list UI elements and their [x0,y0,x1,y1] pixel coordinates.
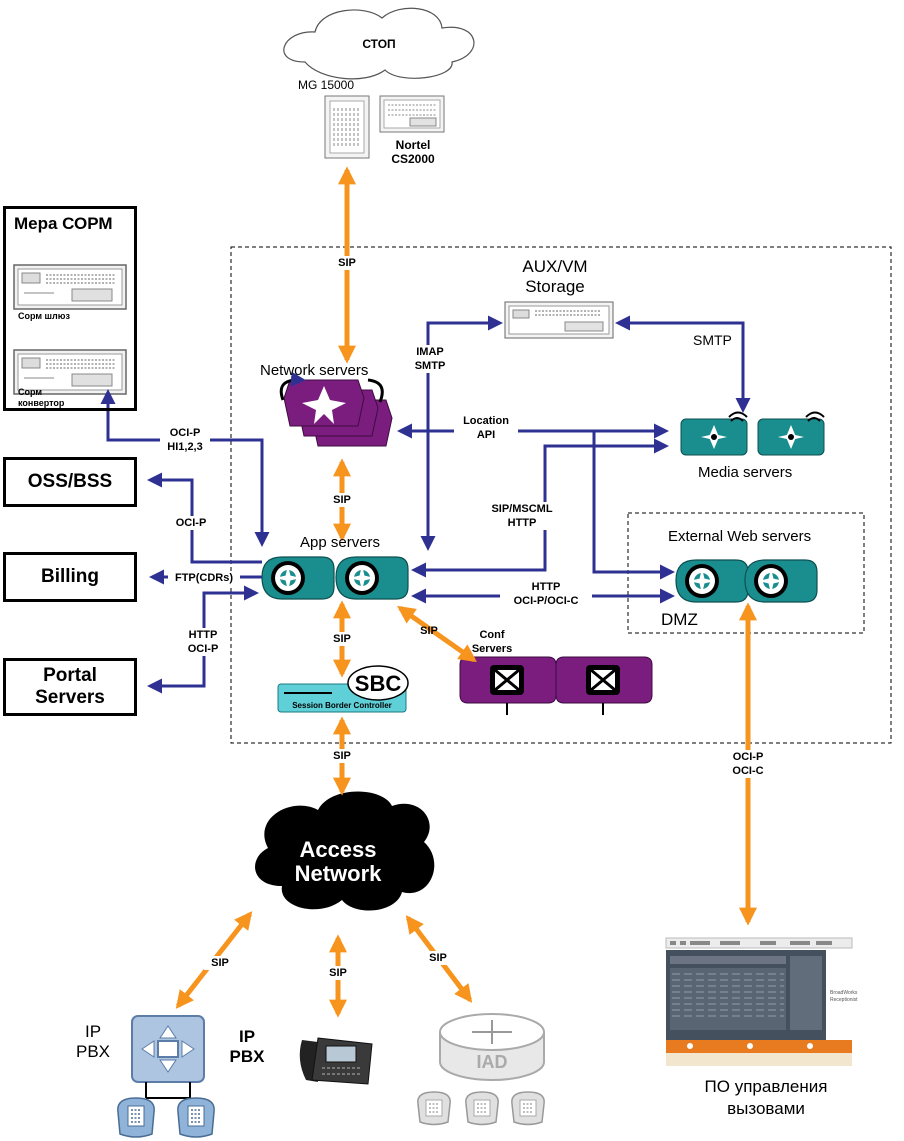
aux-label: AUX/VM Storage [522,257,588,296]
ip-pbx-label-2: IP PBX [229,1027,265,1066]
web-server-1-icon [675,559,749,603]
mera-sorm-box [3,206,137,411]
smtp-label: SMTP [693,332,732,348]
oci-pc-label: OCI-P OCI-C [722,750,774,778]
iad-device: IAD [439,1013,545,1081]
sorm-converter-label: Сорм конвертор [18,387,65,408]
sip-top-label: SIP [330,256,364,270]
sip-phone-label: SIP [322,966,354,980]
app-server-2-icon [335,556,409,600]
network-servers-icon [279,371,393,447]
screenshot-caption-1: BroadWorks [830,990,858,996]
screenshot-caption-2: Receptionist [830,997,858,1003]
iad-phone-3-icon [511,1091,545,1126]
mg15000-icon [324,95,370,159]
ip-pbx-label-1: IP PBX [75,1022,111,1061]
sip-sbc-access-label: SIP [326,749,358,763]
network-servers-label: Network servers [260,362,369,379]
imap-label: IMAP SMTP [402,345,458,373]
web-server-2-icon [744,559,818,603]
pbx-phone-2-icon [177,1097,215,1138]
oci-hi-label: OCI-P HI1,2,3 [160,426,210,454]
sip-links [175,166,757,1018]
blue-links [100,315,751,694]
sip-app-sbc-label: SIP [326,632,358,646]
conf-server-1-icon [458,655,558,717]
oci-p-label: OCI-P [168,516,214,530]
ext-web-label: External Web servers [668,528,812,545]
sbc-title: SBC [355,671,402,696]
sip-mscml-label: SIP/MSCML HTTP [478,502,566,530]
mg-label: MG 15000 [298,78,355,92]
access-network-label: Access Network [294,837,382,886]
cloud-label: СТОП [362,37,396,51]
media-servers-label: Media servers [698,464,793,481]
mera-title: Мера СОРМ [14,214,113,233]
iad-phone-1-icon [417,1091,451,1126]
iad-phone-2-icon [465,1091,499,1126]
ip-pbx-device [131,1015,205,1099]
location-label: Location API [454,414,518,442]
http-ocipc-label: HTTP OCI-P/OCI-C [500,580,592,608]
pstn-cloud [283,7,475,80]
media-server-2-icon [757,411,825,456]
link-web [508,429,675,580]
app-servers-label: App servers [300,534,381,551]
iad-label: IAD [477,1052,508,1072]
po-label: ПО управления вызовами [704,1077,828,1118]
sip-link-conf [397,605,477,663]
ip-phone-icon [299,1037,373,1085]
sip-net-app-label: SIP [326,493,358,507]
oss-bss-box: OSS/BSS [3,457,137,507]
conf-label: Conf Servers [471,629,513,655]
conf-server-2-icon [554,655,654,717]
aux-storage-icon [504,301,614,339]
access-network-cloud [255,791,435,911]
sip-pbx-label: SIP [204,956,236,970]
core-zone [230,246,892,744]
sip-iad-label: SIP [422,951,454,965]
call-management-screenshot: BroadWorks Receptionist [665,937,858,1066]
nortel-cs2000-icon [379,95,445,133]
app-server-1-icon [261,556,335,600]
dmz-label: DMZ [661,610,698,629]
portal-servers-box: Portal Servers [3,658,137,716]
sip-conf-label: SIP [420,625,438,637]
sbc-device: SBC Session Border Controller [277,665,409,713]
ftp-label: FTP(CDRs) [168,571,240,585]
sbc-subtitle: Session Border Controller [292,701,392,710]
pbx-phone-1-icon [117,1097,155,1138]
billing-box: Billing [3,552,137,602]
http-oci-label: HTTP OCI-P [180,628,226,656]
sorm-gateway-label: Сорм шлюз [18,311,70,321]
media-server-1-icon [680,411,748,456]
nortel-label: Nortel CS2000 [391,138,435,166]
link-smtp [615,315,751,413]
